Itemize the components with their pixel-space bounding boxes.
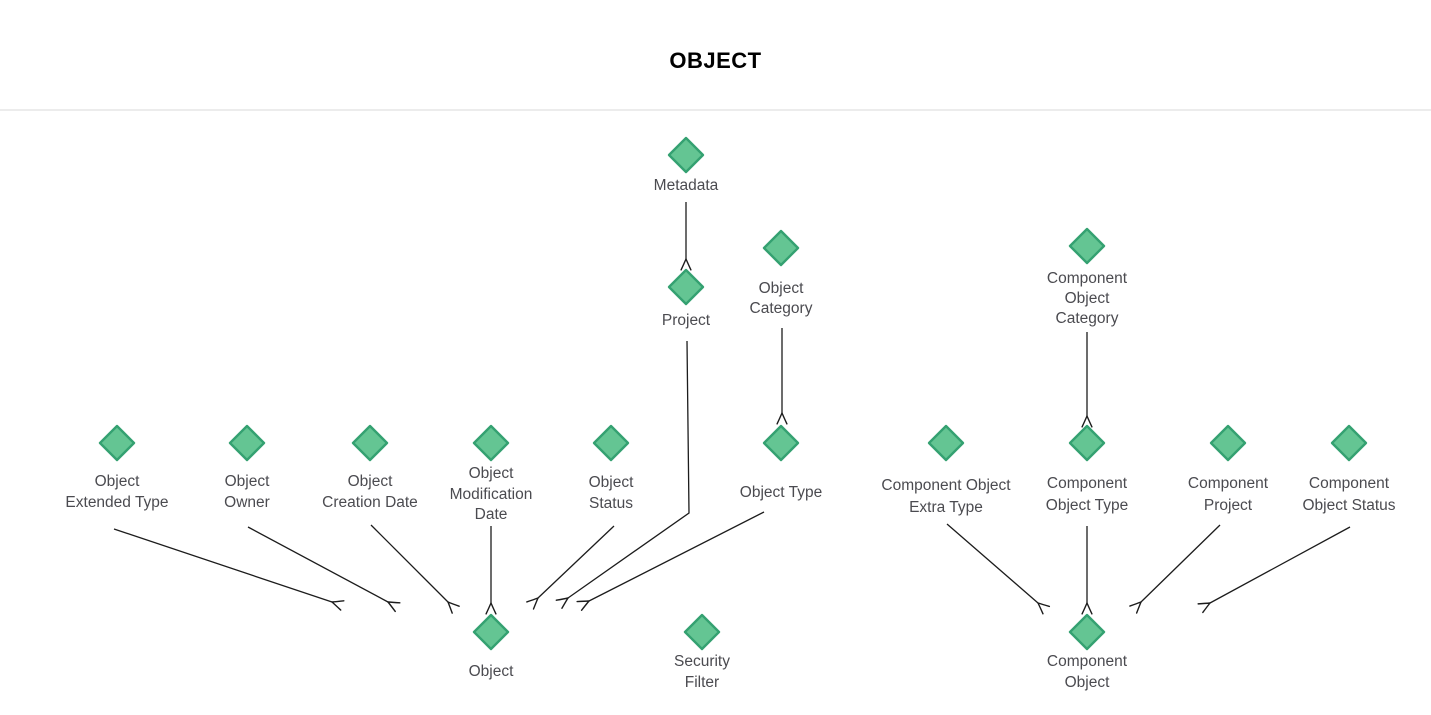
node-label-line: Object <box>759 280 804 297</box>
node-label-line: Object Type <box>740 484 822 501</box>
node-label-line: Date <box>475 506 508 523</box>
entity-diamond-icon <box>228 424 266 462</box>
entity-diamond-icon <box>927 424 965 462</box>
node-label-line: Object <box>225 473 270 490</box>
edge-object-owner-to-object <box>247 526 388 602</box>
node-label-line: Owner <box>224 494 270 511</box>
node-label-line: Object <box>469 465 514 482</box>
entity-diamond-icon <box>472 424 510 462</box>
node-label-line: Project <box>1204 497 1253 514</box>
node-label-line: Object <box>348 473 393 490</box>
entity-diamond-icon <box>1330 424 1368 462</box>
entity-diamond-icon <box>1068 613 1106 651</box>
entity-diamond-icon <box>762 424 800 462</box>
entity-diamond-icon <box>1209 424 1247 462</box>
edge-project-to-object <box>568 340 690 598</box>
node-label: Project <box>662 312 711 329</box>
entity-diamond-icon <box>98 424 136 462</box>
node-label-line: Extended Type <box>65 494 168 511</box>
entity-diamond-icon <box>472 613 510 651</box>
node-label-line: Extra Type <box>909 499 983 516</box>
node-label-line: Object <box>469 663 514 680</box>
edge-object-extended-type-to-object <box>113 528 332 602</box>
entity-diamond-icon <box>667 136 705 174</box>
node-label: Object Type <box>740 484 822 501</box>
node-label-line: Object <box>1065 674 1110 691</box>
node-label-line: Object <box>589 474 634 491</box>
node-label-line: Object <box>95 473 140 490</box>
entity-diamond-icon <box>1068 424 1106 462</box>
entity-diamond-icon <box>683 613 721 651</box>
node-label-line: Category <box>750 300 813 317</box>
node-label-line: Metadata <box>654 177 719 194</box>
edge-object-creation-date-to-object <box>370 524 448 602</box>
node-label-line: Status <box>589 495 633 512</box>
node-label-line: Component <box>1047 653 1128 670</box>
node-label-line: Component Object <box>881 477 1011 494</box>
node-label-line: Component <box>1047 475 1128 492</box>
edges-layer <box>113 202 1351 603</box>
node-object-type[interactable]: Object Type <box>740 424 822 501</box>
node-object[interactable]: Object <box>469 613 514 680</box>
entity-diamond-icon <box>351 424 389 462</box>
node-label: Object <box>469 663 514 680</box>
node-label-line: Component <box>1309 475 1390 492</box>
node-label-line: Security <box>674 653 730 670</box>
node-label: Metadata <box>654 177 719 194</box>
entity-diamond-icon <box>592 424 630 462</box>
node-label-line: Component <box>1047 270 1128 287</box>
node-label-line: Project <box>662 312 711 329</box>
entity-diamond-icon <box>667 268 705 306</box>
edge-component-project-to-component-object <box>1141 524 1221 602</box>
node-label-line: Object Type <box>1046 497 1128 514</box>
edge-component-object-status-to-component-object <box>1210 526 1351 603</box>
node-label-line: Object Status <box>1302 497 1395 514</box>
node-project[interactable]: Project <box>662 268 711 329</box>
entity-diamond-icon <box>762 229 800 267</box>
node-label-line: Object <box>1065 290 1110 307</box>
node-label-line: Creation Date <box>322 494 418 511</box>
edge-object-type-to-object <box>589 511 765 601</box>
node-metadata[interactable]: Metadata <box>654 136 719 194</box>
edge-object-status-to-object <box>538 525 615 598</box>
header-divider <box>0 109 1431 111</box>
node-label-line: Component <box>1188 475 1269 492</box>
node-label-line: Modification <box>450 486 533 503</box>
node-label-line: Filter <box>685 674 719 691</box>
edge-component-object-extra-type-to-component-object <box>946 523 1038 603</box>
page-title: OBJECT <box>669 48 762 73</box>
node-label-line: Category <box>1056 310 1119 327</box>
entity-diamond-icon <box>1068 227 1106 265</box>
